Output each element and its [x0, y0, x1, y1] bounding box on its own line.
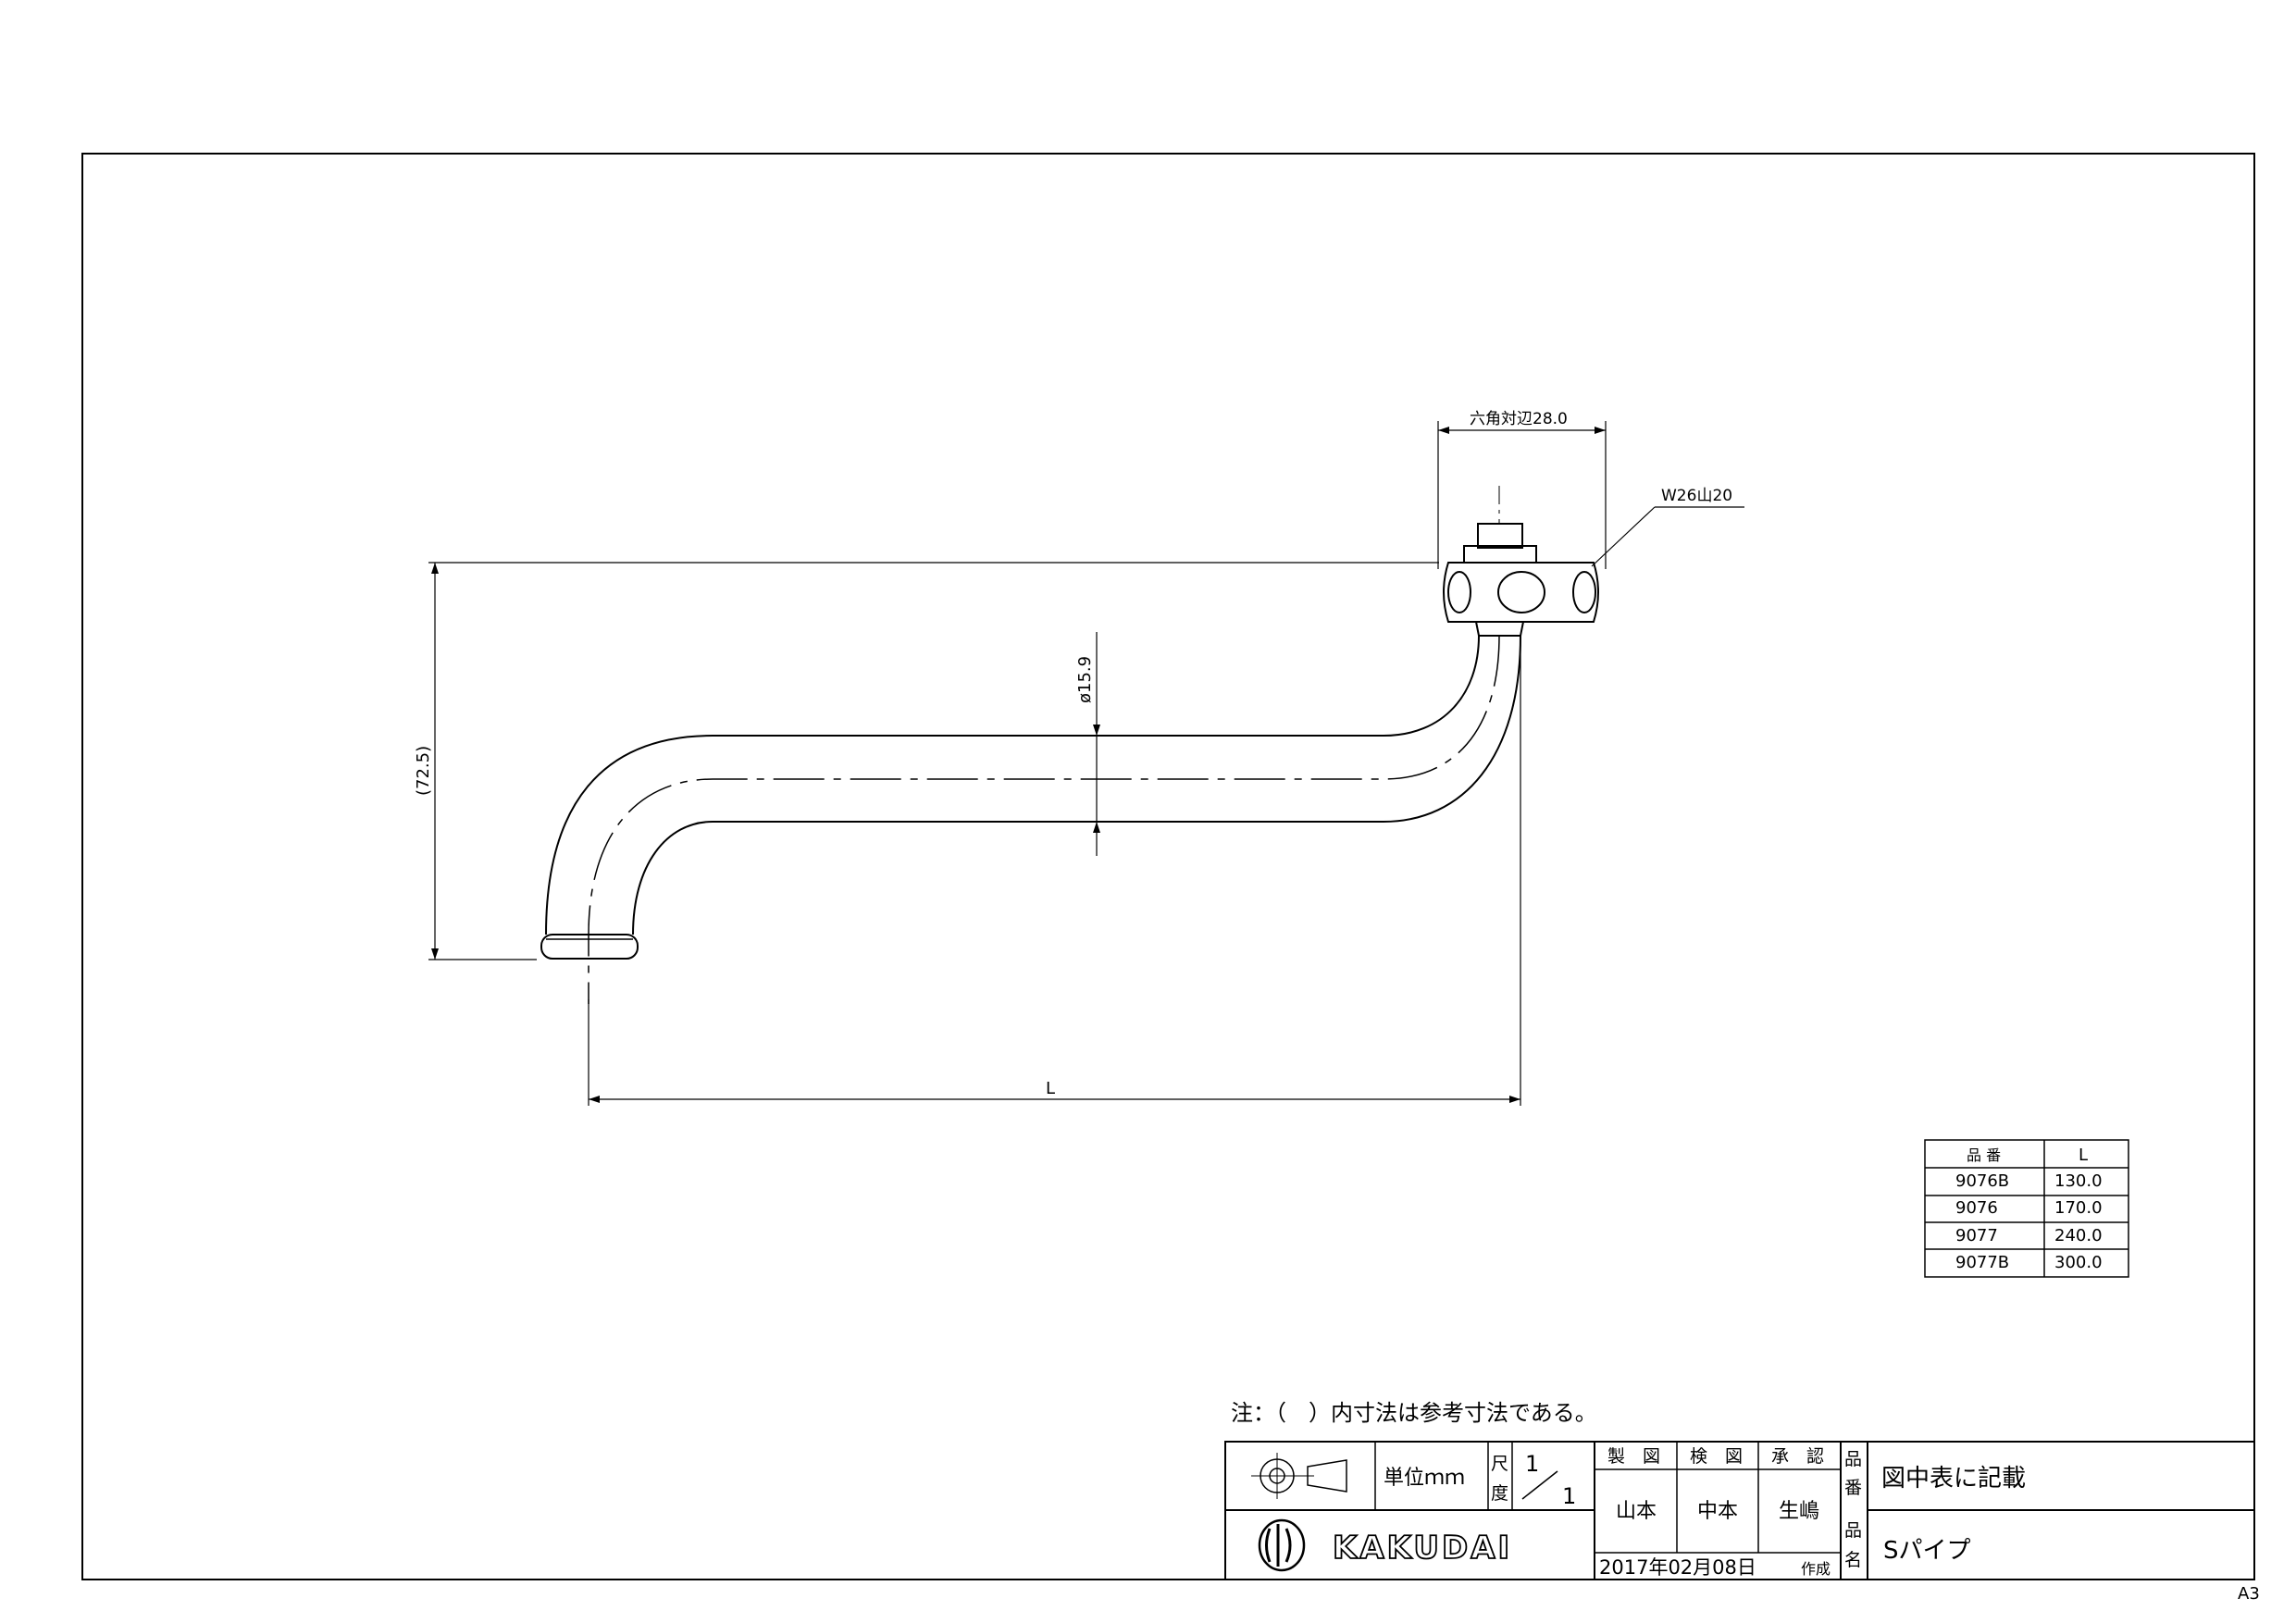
dim-thread-label: W26山20: [1661, 487, 1732, 505]
part-no-label-top: 品: [1844, 1449, 1862, 1469]
role-checker: 検 図: [1690, 1446, 1743, 1467]
pipe-centerline: [588, 635, 1500, 1004]
dim-length-label: L: [1046, 1079, 1055, 1098]
kakudai-logo: KAKUDAI: [1258, 1518, 1512, 1572]
logo-text: KAKUDAI: [1333, 1530, 1512, 1567]
scale-label-top: 尺: [1491, 1454, 1508, 1474]
part-name-value: Sパイプ: [1883, 1537, 1971, 1565]
table-header-length: L: [2079, 1146, 2088, 1165]
table-cell-length: 300.0: [2054, 1253, 2103, 1272]
part-table: 品 番 L 9076B 130.0 9076 170.0 9077 240.0 …: [1924, 1139, 2129, 1278]
dim-length: L: [588, 637, 1521, 1106]
scale-numerator: 1: [1525, 1451, 1539, 1477]
sheet-size: A3: [2238, 1584, 2260, 1604]
scale-denominator: 1: [1562, 1483, 1576, 1509]
drawing-date: 2017年02月08日: [1599, 1556, 1756, 1579]
reference-note: 注：（ ）内寸法は参考寸法である。: [1231, 1400, 1597, 1426]
role-approver: 承 認: [1771, 1446, 1824, 1467]
name-drafter: 山本: [1616, 1500, 1657, 1523]
dim-hex: 六角対辺28.0: [1437, 410, 1607, 569]
part-no-value: 図中表に記載: [1881, 1465, 2026, 1493]
name-approver: 生嶋: [1779, 1500, 1819, 1523]
pipe-drawing: 六角対辺28.0 W26山20 (72.5) ø15.9: [414, 410, 1744, 1106]
hex-nut: [1443, 486, 1599, 637]
dim-diameter-label: ø15.9: [1075, 656, 1095, 703]
spout-tip: [540, 934, 639, 960]
name-checker: 中本: [1697, 1500, 1738, 1523]
pipe-inner-edge: [632, 635, 1521, 935]
table-header-part-no: 品 番: [1967, 1146, 2001, 1164]
dim-thread: W26山20: [1591, 487, 1744, 567]
role-drafter: 製 図: [1607, 1446, 1660, 1467]
sheet-border: [81, 153, 2255, 1580]
third-angle-projection-icon: [1251, 1453, 1347, 1499]
drawing-date-suffix: 作成: [1801, 1560, 1831, 1578]
unit-label: 単位ｍｍ: [1384, 1467, 1465, 1490]
table-cell-part-no: 9076: [1955, 1198, 1998, 1218]
table-cell-length: 130.0: [2054, 1171, 2103, 1191]
dim-diameter: ø15.9: [1075, 632, 1100, 856]
dim-height-label: (72.5): [414, 746, 433, 796]
pipe-outer-edge: [545, 635, 1480, 935]
table-cell-length: 170.0: [2054, 1198, 2103, 1218]
part-no-label-bottom: 番: [1844, 1478, 1862, 1498]
scale-label-bottom: 度: [1491, 1483, 1508, 1504]
table-cell-part-no: 9076B: [1955, 1171, 2009, 1191]
title-block: 単位ｍｍ 尺 度 1 1 製 図 検 図 承 認 山本 中本 生嶋 2017年0…: [1224, 1441, 2255, 1580]
dim-height: (72.5): [414, 562, 1439, 960]
part-name-label-bottom: 名: [1844, 1550, 1862, 1570]
table-cell-part-no: 9077B: [1955, 1253, 2009, 1272]
dim-hex-label: 六角対辺28.0: [1470, 410, 1568, 428]
table-cell-part-no: 9077: [1955, 1226, 1998, 1245]
part-name-label-top: 品: [1844, 1520, 1862, 1541]
table-cell-length: 240.0: [2054, 1226, 2103, 1245]
